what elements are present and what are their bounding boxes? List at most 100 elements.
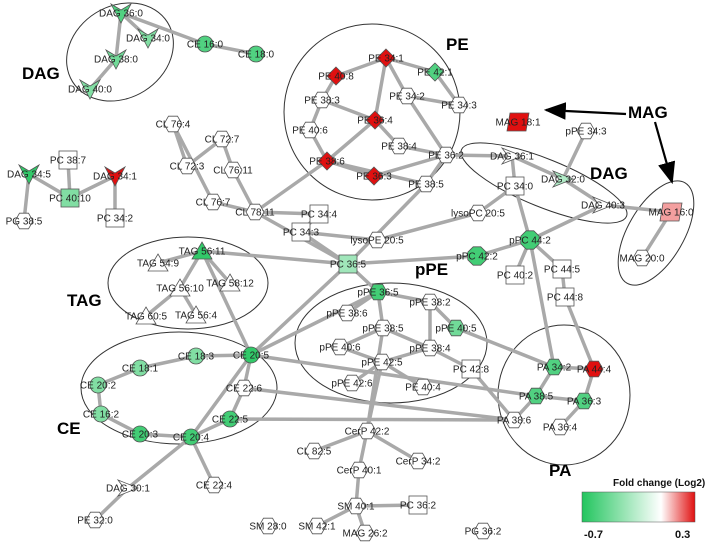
node-pe-38-6[interactable]: PE 38:6 <box>309 151 345 171</box>
node-pc-36-2[interactable]: PC 36:2 <box>400 495 437 515</box>
node-cl-82-5[interactable]: CL 82:5 <box>297 442 332 460</box>
node-cl-76-4[interactable]: CL 76:4 <box>156 115 191 133</box>
node-pg-36-2[interactable]: PG 36:2 <box>465 522 502 540</box>
node-cl-76-11[interactable]: CL 76:11 <box>213 161 253 179</box>
node-pe-38-4[interactable]: PE 38:4 <box>381 137 417 155</box>
node-dag-36-0[interactable]: DAG 36:0 <box>99 2 143 24</box>
node-pc-40-2[interactable]: PC 40:2 <box>497 265 534 285</box>
node-ce-22-5[interactable]: CE 22:5 <box>212 410 249 428</box>
node-ce-22-4[interactable]: CE 22:4 <box>196 476 233 494</box>
node-pc-40-10[interactable]: PC 40:10 <box>49 188 91 208</box>
node-pe-36-2[interactable]: PE 36:2 <box>428 146 464 164</box>
node-dag-32-0[interactable]: DAG 32:0 <box>541 170 585 188</box>
node-pc-44-5[interactable]: PC 44:5 <box>544 259 581 279</box>
node-pc-34-3[interactable]: PC 34:3 <box>283 222 320 242</box>
node-ce-20-4[interactable]: CE 20:4 <box>173 428 210 446</box>
node-dag-30-1[interactable]: DAG 30:1 <box>106 479 150 497</box>
node-pe-36-3[interactable]: PE 36:3 <box>356 166 392 186</box>
node-pa-38-5[interactable]: PA 38:5 <box>519 387 554 405</box>
node-tag-56-11[interactable]: TAG 56:11 <box>179 241 226 260</box>
node-pc-34-4[interactable]: PC 34:4 <box>301 204 338 224</box>
node-label: PA 38:6 <box>497 416 532 427</box>
node-pe-38-3[interactable]: PE 38:3 <box>304 91 340 109</box>
node-tag-56-10[interactable]: TAG 56:10 <box>156 278 204 297</box>
node-ppe-42-5[interactable]: pPE 42:5 <box>361 353 403 371</box>
node-ce-20-3[interactable]: CE 20:3 <box>122 425 159 443</box>
node-pc-34-2[interactable]: PC 34:2 <box>97 208 134 228</box>
node-pc-44-8[interactable]: PC 44:8 <box>547 287 584 307</box>
node-sm-28-0[interactable]: SM 28:0 <box>249 517 287 535</box>
node-sm-40-1[interactable]: SM 40:1 <box>337 497 375 515</box>
node-cl-78-11[interactable]: CL 78:11 <box>235 203 275 221</box>
node-ppe-34-3[interactable]: pPE 34:3 <box>565 122 607 140</box>
node-pc-42-8[interactable]: PC 42:8 <box>453 359 490 379</box>
node-pe-32-0[interactable]: PE 32:0 <box>77 511 113 529</box>
edge-pe-36-3-to-pe-36-2 <box>372 153 448 178</box>
node-ppe-36-5[interactable]: pPE 36:5 <box>357 283 399 301</box>
node-pe-42-1[interactable]: PE 42:1 <box>417 62 453 82</box>
node-cerp-42-2[interactable]: CerP 42:2 <box>345 422 390 440</box>
node-tag-60-5[interactable]: TAG 60:5 <box>125 306 167 325</box>
node-pc-34-0[interactable]: PC 34:0 <box>497 176 534 196</box>
node-dag-38-0[interactable]: DAG 38:0 <box>94 48 138 70</box>
node-mag-16-0[interactable]: MAG 16:0 <box>648 202 694 222</box>
node-ce-20-2[interactable]: CE 20:2 <box>80 376 117 394</box>
node-ppe-38-6[interactable]: pPE 38:6 <box>326 304 368 322</box>
node-pa-34-2[interactable]: PA 34:2 <box>537 358 572 376</box>
node-pa-44-4[interactable]: PA 44:4 <box>577 360 612 378</box>
node-tag-54-9[interactable]: TAG 54:9 <box>137 253 179 272</box>
node-pe-40-4[interactable]: PE 40:4 <box>405 378 441 396</box>
node-cl-72-7[interactable]: CL 72:7 <box>205 130 240 148</box>
node-pe-38-5[interactable]: PE 38:5 <box>408 175 444 193</box>
node-ppc-42-2[interactable]: pPC 42:2 <box>456 246 498 266</box>
node-pc-36-5[interactable]: PC 36:5 <box>330 254 367 274</box>
node-pg-38-5[interactable]: PG 38:5 <box>6 212 43 230</box>
node-pa-38-6[interactable]: PA 38:6 <box>497 411 532 429</box>
edge-pa-44-4-to-pc-44-8 <box>563 295 596 371</box>
group-label-dag-right: DAG <box>590 164 628 183</box>
node-tag-58-12[interactable]: TAG 58:12 <box>206 273 254 292</box>
node-ce-18-3[interactable]: CE 18:3 <box>178 347 215 365</box>
node-pe-34-2[interactable]: PE 34:2 <box>389 87 425 105</box>
node-cl-76-7[interactable]: CL 76:7 <box>196 193 231 211</box>
node-pa-36-3[interactable]: PA 36:3 <box>567 392 602 410</box>
node-pe-40-6[interactable]: PE 40:6 <box>292 121 328 139</box>
node-dag-40-0[interactable]: DAG 40:0 <box>68 78 112 100</box>
node-ce-20-5[interactable]: CE 20:5 <box>233 346 270 364</box>
node-ppe-38-4[interactable]: pPE 38:4 <box>409 339 451 357</box>
node-ppc-44-2[interactable]: pPC 44:2 <box>509 230 551 250</box>
node-ppe-40-6[interactable]: pPE 40:6 <box>319 338 361 356</box>
node-dag-34-0[interactable]: DAG 34:0 <box>126 27 170 49</box>
node-pe-34-3[interactable]: PE 34:3 <box>441 96 477 114</box>
node-pe-40-8[interactable]: PE 40:8 <box>318 66 354 86</box>
node-mag-20-0[interactable]: MAG 20:0 <box>619 249 665 267</box>
node-pe-36-4[interactable]: PE 36:4 <box>357 110 393 130</box>
node-cl-72-3[interactable]: CL 72:3 <box>170 157 205 175</box>
cluster-pa <box>497 324 631 466</box>
node-ce-16-0[interactable]: CE 16:0 <box>187 35 224 53</box>
node-mag-26-2[interactable]: MAG 26:2 <box>342 524 388 542</box>
node-tag-56-4[interactable]: TAG 56:4 <box>175 305 217 324</box>
node-dag-40-3[interactable]: DAG 40:3 <box>581 196 625 214</box>
node-dag-36-1[interactable]: DAG 36:1 <box>490 147 534 165</box>
node-mag-18-1[interactable]: MAG 18:1 <box>495 112 541 132</box>
node-sm-42-1[interactable]: SM 42:1 <box>298 517 336 535</box>
node-dag-34-1[interactable]: DAG 34:1 <box>93 165 137 187</box>
node-lysope-20-5[interactable]: lysoPE 20:5 <box>350 231 404 249</box>
node-ppe-40-5[interactable]: pPE 40:5 <box>435 319 477 337</box>
node-cerp-40-1[interactable]: CerP 40:1 <box>337 461 382 479</box>
node-pa-36-4[interactable]: PA 36:4 <box>543 418 578 436</box>
node-ce-18-0[interactable]: CE 18:0 <box>238 45 275 63</box>
node-dag-34-5[interactable]: DAG 34:5 <box>7 163 51 185</box>
node-pe-34-1[interactable]: PE 34:1 <box>368 48 404 68</box>
node-ce-18-1[interactable]: CE 18:1 <box>122 359 159 377</box>
node-ppe-38-2[interactable]: pPE 38:2 <box>409 293 451 311</box>
node-ppe-38-5[interactable]: pPE 38:5 <box>362 319 404 337</box>
node-label: MAG 16:0 <box>648 208 693 219</box>
node-pc-38-7[interactable]: PC 38:7 <box>50 150 87 170</box>
node-cerp-34-2[interactable]: CerP 34:2 <box>396 452 441 470</box>
node-ce-16-2[interactable]: CE 16:2 <box>83 405 120 423</box>
node-ce-22-6[interactable]: CE 22:6 <box>226 379 263 397</box>
node-lysopc-20-5[interactable]: lysoPC 20:5 <box>451 204 505 222</box>
node-ppe-42-6[interactable]: pPE 42:6 <box>331 374 373 392</box>
